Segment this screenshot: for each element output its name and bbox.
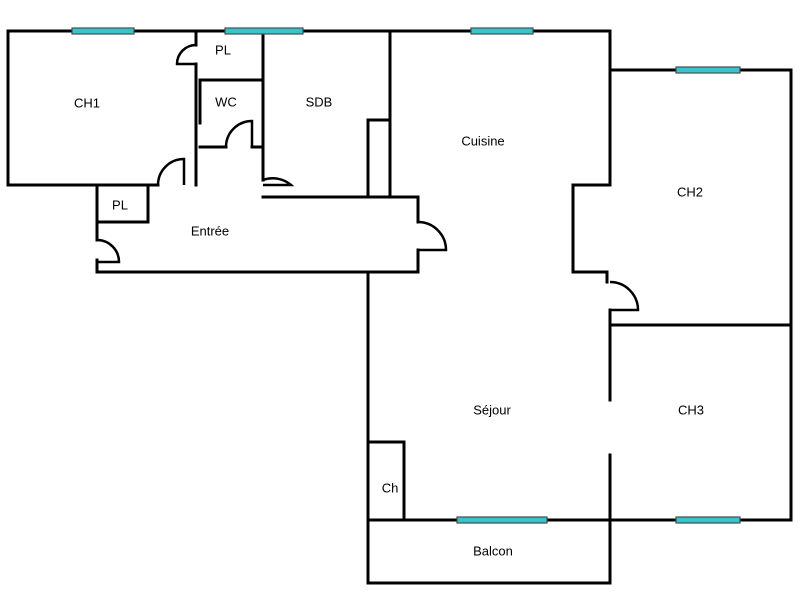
wall-ch3 xyxy=(608,323,793,522)
door-cuisine xyxy=(417,220,448,252)
window-sejour xyxy=(456,516,548,524)
window-ch1 xyxy=(71,27,135,35)
wall-sdb-cuisine xyxy=(366,29,392,199)
label-ch1: CH1 xyxy=(74,95,100,110)
door-pl-left xyxy=(96,238,121,264)
label-sdb: SDB xyxy=(306,94,333,109)
label-ch3: CH3 xyxy=(678,402,704,417)
label-ch2: CH2 xyxy=(677,184,703,199)
wall-ch1 xyxy=(6,29,198,187)
label-cuisine: Cuisine xyxy=(461,133,504,148)
door-wc xyxy=(224,119,254,148)
wall-top-center xyxy=(194,29,612,274)
wall-entree-top xyxy=(261,195,420,274)
room-labels: CH1 PL WC SDB Cuisine CH2 PL Entrée Séjo… xyxy=(74,42,704,558)
label-entree: Entrée xyxy=(191,223,229,238)
label-balcon: Balcon xyxy=(473,543,513,558)
window-ch3 xyxy=(675,516,741,524)
label-wc: WC xyxy=(215,94,237,109)
window-ch2 xyxy=(675,66,741,74)
wall-pl-top xyxy=(198,29,265,182)
door-ch2 xyxy=(609,280,640,312)
door-sdb xyxy=(262,177,295,187)
label-pl-left: PL xyxy=(112,197,128,212)
wall-ch-closet xyxy=(366,440,406,522)
door-pl-top xyxy=(175,43,197,66)
label-ch: Ch xyxy=(382,480,399,495)
windows xyxy=(71,27,741,524)
walls xyxy=(6,29,793,585)
wall-ch2 xyxy=(605,68,793,402)
wall-entree-bottom xyxy=(95,270,420,522)
doors xyxy=(96,43,640,312)
label-pl-top: PL xyxy=(215,42,231,57)
window-pl-wc xyxy=(224,27,304,35)
door-ch1 xyxy=(156,157,186,186)
label-sejour: Séjour xyxy=(473,402,511,417)
window-cuisine xyxy=(470,27,534,35)
